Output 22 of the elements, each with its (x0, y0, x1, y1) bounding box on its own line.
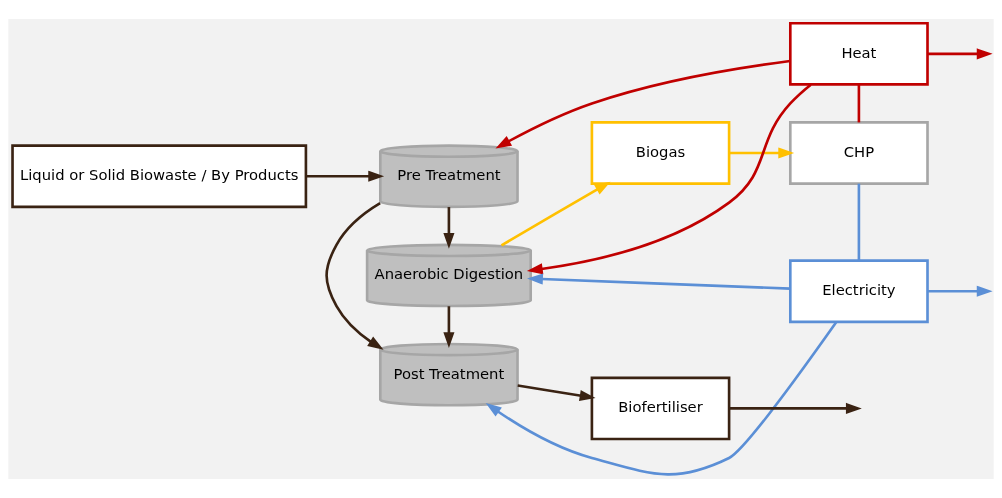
node-box: Electricity (789, 259, 929, 324)
arrow (325, 202, 384, 350)
arrow (500, 181, 611, 247)
node-box: Biofertiliser (590, 376, 731, 441)
arrow (729, 402, 862, 414)
arrow (443, 306, 455, 349)
arrow (443, 207, 455, 249)
arrow (927, 285, 993, 297)
arrow (485, 321, 838, 476)
node-box: CHP (789, 121, 929, 185)
connector (857, 183, 861, 261)
arrow (927, 48, 993, 60)
connector (857, 84, 861, 123)
arrow (306, 170, 385, 182)
arrow (729, 147, 795, 159)
node-box: Biogas (590, 121, 731, 185)
node-box: Heat (789, 21, 929, 86)
node-box: Liquid or Solid Biowaste / By Products (11, 144, 308, 209)
arrow (495, 59, 791, 149)
arrow (526, 83, 812, 275)
arrow (517, 384, 596, 402)
arrow (527, 273, 791, 290)
